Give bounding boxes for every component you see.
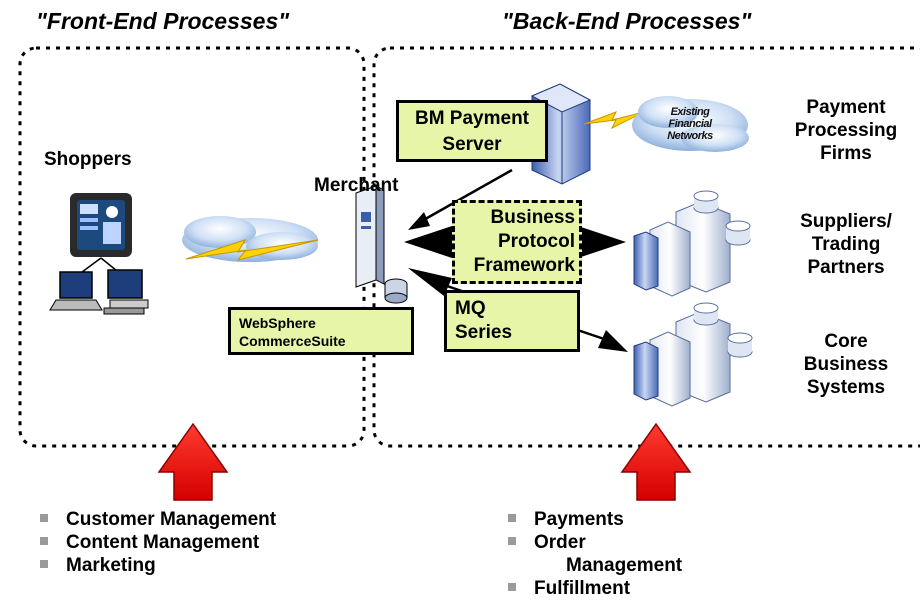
list-item: Customer Management [40,508,276,531]
front-end-title: "Front-End Processes" [36,8,290,34]
lightning-bolt-icon [185,239,319,261]
database-icon [384,278,408,304]
list-item: Marketing [40,554,276,577]
core-servers-icon [633,302,753,407]
list-item-continued: Management [566,555,683,576]
list-item: Order [508,531,682,554]
laptop-icon [49,271,103,311]
shoppers-label: Shoppers [44,149,132,170]
front-up-arrow [157,422,229,501]
list-item: Content Management [40,531,276,554]
list-item: Fulfillment [508,577,682,600]
front-end-list: Customer Management Content Management M… [40,508,276,577]
list-item: Payments [508,508,682,531]
supplier-servers-icon [633,190,751,297]
back-end-list: Payments Order Management Fulfillment [508,508,682,600]
kiosk-icon [70,193,132,257]
financial-networks-cloud-icon [632,96,749,152]
desktop-icon [103,269,149,315]
back-up-arrow [620,422,692,501]
back-end-title: "Back-End Processes" [502,8,752,34]
back-end-region [372,46,920,448]
merchant-server-icon [355,185,385,288]
merchant-label: Merchant [314,175,399,196]
